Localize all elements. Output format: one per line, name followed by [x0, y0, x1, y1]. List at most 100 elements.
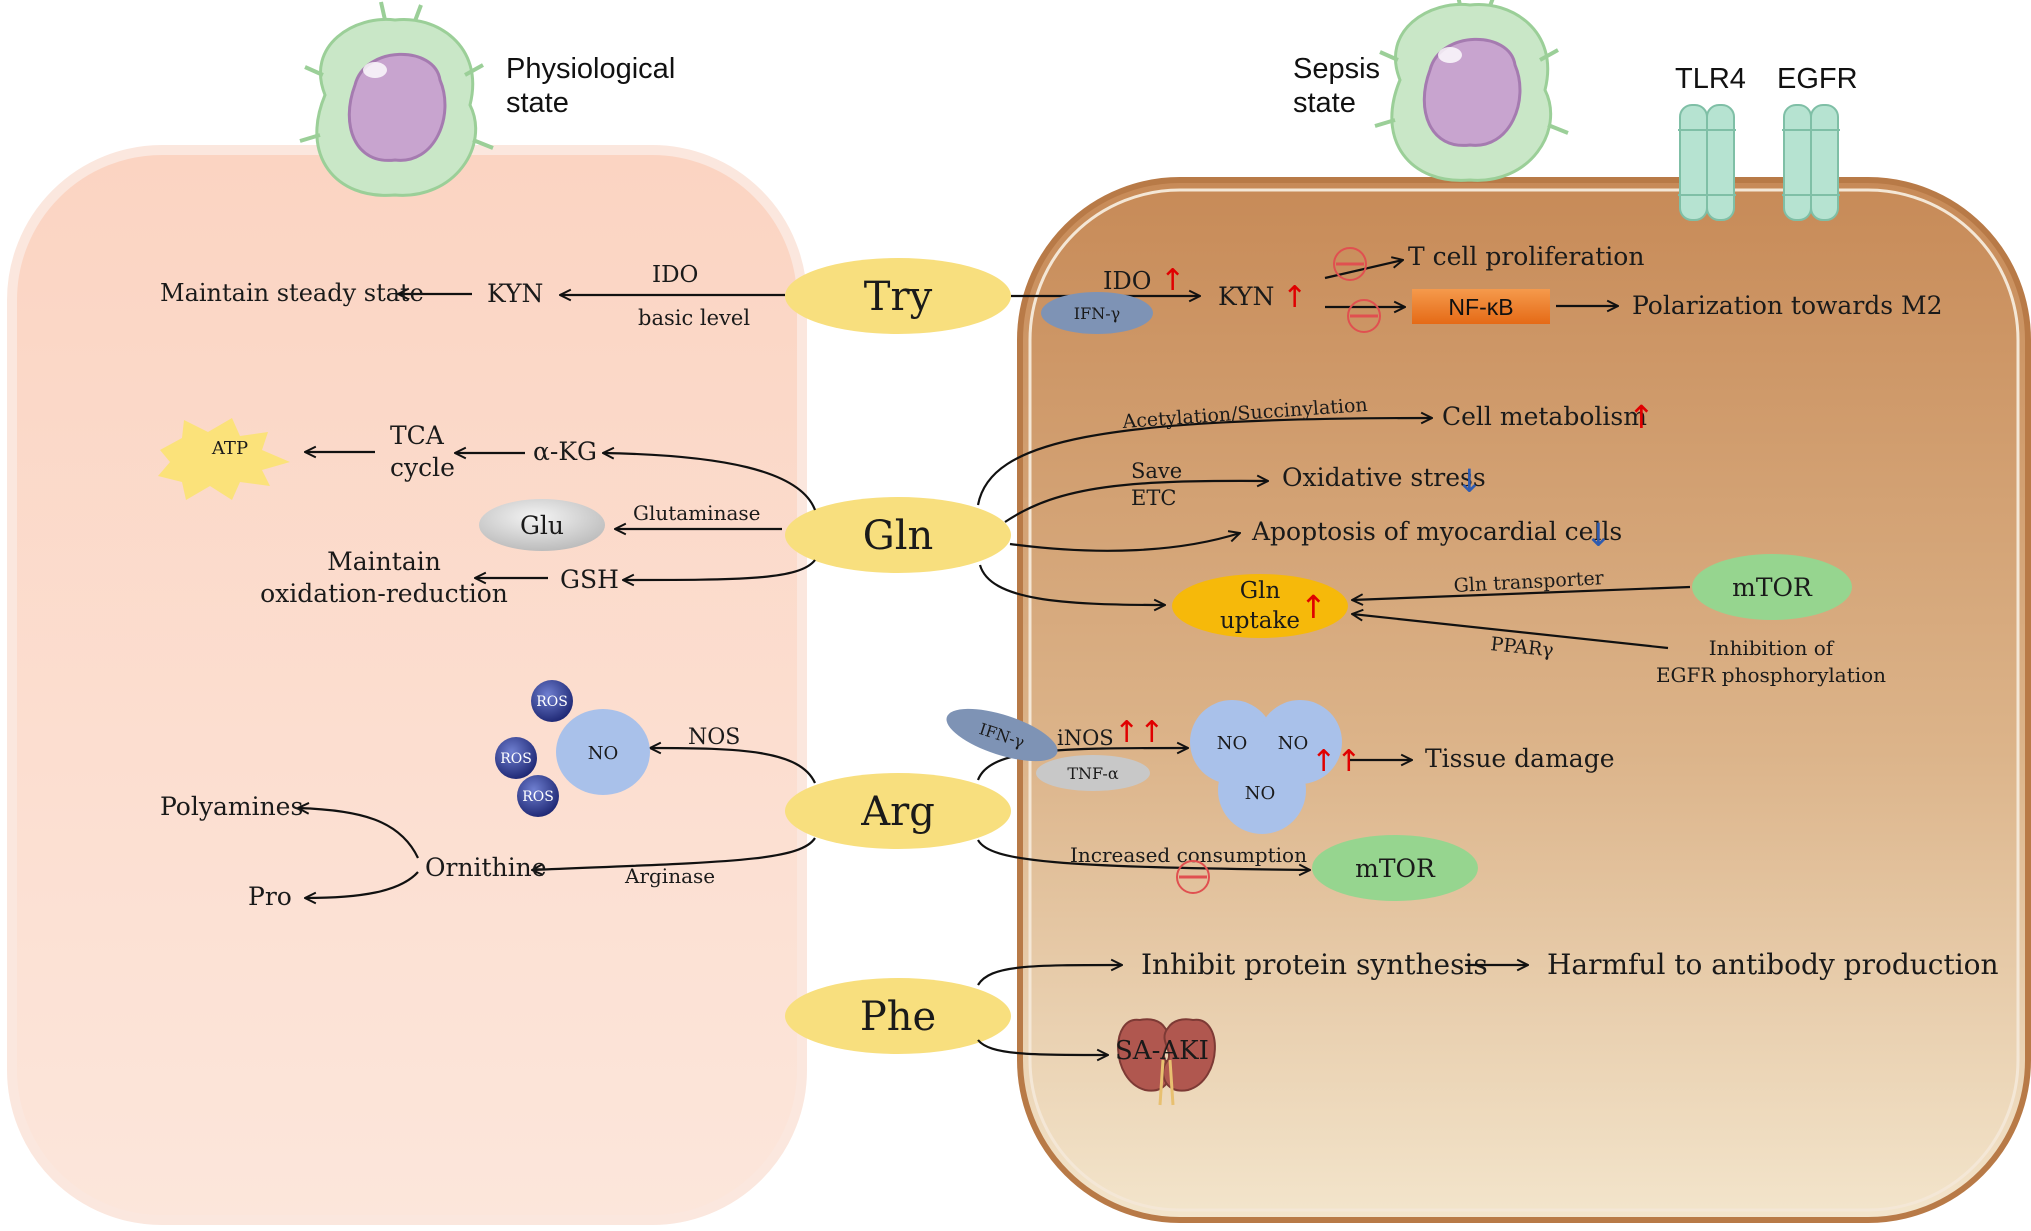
ido-label-left: IDO — [652, 262, 698, 288]
inhibition-icon — [1176, 860, 1210, 894]
polyamines-label: Polyamines — [160, 792, 303, 821]
increased-consumption-label: Increased consumption — [1070, 843, 1307, 867]
try-hub — [785, 258, 1011, 334]
ornithine-label: Ornithine — [425, 853, 547, 882]
arrow-gln-apoptosis — [1009, 533, 1240, 552]
ido-label-right: IDO — [1103, 267, 1151, 295]
inhibition-icon — [1347, 299, 1381, 333]
gln-uptake-label-2: uptake — [1220, 608, 1300, 634]
arrow-ornithine-pro — [305, 871, 419, 898]
egfr-label: EGFR — [1777, 63, 1858, 95]
mtor-label: mTOR — [1732, 573, 1813, 602]
tnf-alpha-label: TNF-α — [1067, 764, 1118, 783]
ifn-gamma-node-arg — [946, 708, 1058, 762]
t-cell-proliferation: T cell proliferation — [1408, 242, 1644, 271]
oxidative-stress: Oxidative stress — [1282, 463, 1486, 492]
gln-uptake-label: Gln — [1240, 578, 1281, 604]
harmful-antibody: Harmful to antibody production — [1547, 948, 1999, 981]
up-arrow: ↑ — [1160, 263, 1185, 298]
sa-aki-label: SA-AKI — [1115, 1036, 1209, 1066]
down-arrow: ↓ — [1456, 462, 1483, 500]
ros-particle — [517, 775, 559, 817]
arrow-gln-oxidative — [1004, 481, 1268, 523]
sepsis-title: Sepsis — [1293, 53, 1380, 85]
try-hub-label: Try — [864, 274, 933, 320]
mtor-node-arg — [1312, 835, 1478, 901]
inhibition-egfr-label: Inhibition of — [1709, 636, 1835, 660]
mtor-node — [1692, 554, 1852, 620]
tca-cycle-label: cycle — [390, 453, 455, 482]
physiological-title-2: state — [506, 87, 569, 119]
polarization-m2: Polarization towards M2 — [1632, 291, 1943, 320]
etc-label: ETC — [1131, 486, 1176, 510]
inos-label: iNOS — [1057, 726, 1114, 750]
mtor-label-arg: mTOR — [1355, 854, 1436, 883]
kyn-left: KYN — [487, 279, 543, 308]
arrow-arg-ornithine — [532, 837, 816, 870]
maintain-steady-state: Maintain steady state — [160, 279, 424, 307]
cell-metabolism: Cell metabolism — [1442, 402, 1647, 431]
gln-hub-label: Gln — [863, 513, 934, 559]
no-label-left: NO — [588, 743, 619, 764]
arginase-label: Arginase — [624, 864, 715, 888]
apoptosis-label: Apoptosis of myocardial cells — [1251, 517, 1622, 546]
arrow-gln-uptake — [978, 564, 1165, 605]
tnf-alpha-node — [1036, 755, 1150, 791]
gsh-label: GSH — [560, 565, 619, 594]
inhibition-icon — [1333, 247, 1367, 281]
oxidation-reduction-label: oxidation-reduction — [260, 579, 508, 608]
no-label-right: NO — [1217, 733, 1248, 754]
nfkb-label: NF-κB — [1448, 294, 1513, 320]
atp-burst-icon — [158, 418, 290, 500]
ros-label: ROS — [522, 789, 554, 805]
pro-label: Pro — [248, 882, 292, 911]
tlr4-receptor-icon — [1678, 104, 1736, 221]
glutaminase-label: Glutaminase — [633, 501, 760, 525]
down-arrow: ↓ — [1585, 516, 1612, 554]
ifn-gamma-label: IFN-γ — [1074, 304, 1120, 323]
sepsis-title-2: state — [1293, 87, 1356, 119]
sepsis-panel — [1017, 177, 2031, 1223]
gln-hub — [785, 497, 1011, 573]
physiological-title: Physiological — [506, 53, 675, 85]
no-label-right: NO — [1245, 783, 1276, 804]
ros-label: ROS — [500, 751, 532, 767]
maintain-label: Maintain — [327, 547, 441, 576]
kidney-icon — [1117, 1018, 1216, 1106]
gln-uptake-node — [1172, 574, 1348, 638]
up-arrow-double: ↑↑ — [1311, 744, 1361, 779]
ros-particle — [531, 680, 573, 722]
tca-label: TCA — [390, 421, 445, 450]
arrow-egfr-uptake — [1352, 614, 1669, 650]
arrow-arg-mtor — [977, 839, 1310, 870]
glu-label: Glu — [520, 511, 564, 540]
phe-hub — [785, 978, 1011, 1054]
egfr-phosphorylation-label: EGFR phosphorylation — [1656, 663, 1886, 687]
no-label-right: NO — [1278, 733, 1309, 754]
egfr-receptor-icon — [1782, 104, 1840, 221]
arrow-phe-inhibit — [977, 965, 1122, 986]
save-label: Save — [1131, 459, 1182, 483]
ros-label: ROS — [536, 694, 568, 710]
macrophage-icon — [1374, 0, 1569, 182]
arg-hub-label: Arg — [860, 789, 935, 835]
akg-label: α-KG — [533, 437, 597, 466]
arrow-phe-saaki — [977, 1039, 1108, 1055]
up-arrow: ↑ — [1282, 280, 1307, 315]
kyn-right: KYN — [1218, 282, 1274, 311]
phe-hub-label: Phe — [860, 994, 936, 1040]
tissue-damage: Tissue damage — [1425, 744, 1615, 773]
arrow-arg-no — [650, 748, 817, 784]
up-arrow-double: ↑↑ — [1114, 715, 1164, 750]
arg-hub — [785, 773, 1011, 849]
ifn-gamma-node — [1041, 292, 1153, 334]
no-node-left — [556, 709, 650, 795]
arrow-mtor-uptake — [1352, 585, 1691, 600]
arrow-gln-metabolism — [976, 418, 1432, 506]
nos-label: NOS — [688, 725, 740, 750]
no-cluster — [1190, 700, 1342, 834]
tlr4-label: TLR4 — [1675, 63, 1746, 95]
macrophage-icon — [299, 1, 494, 197]
up-arrow: ↑ — [1628, 398, 1655, 436]
